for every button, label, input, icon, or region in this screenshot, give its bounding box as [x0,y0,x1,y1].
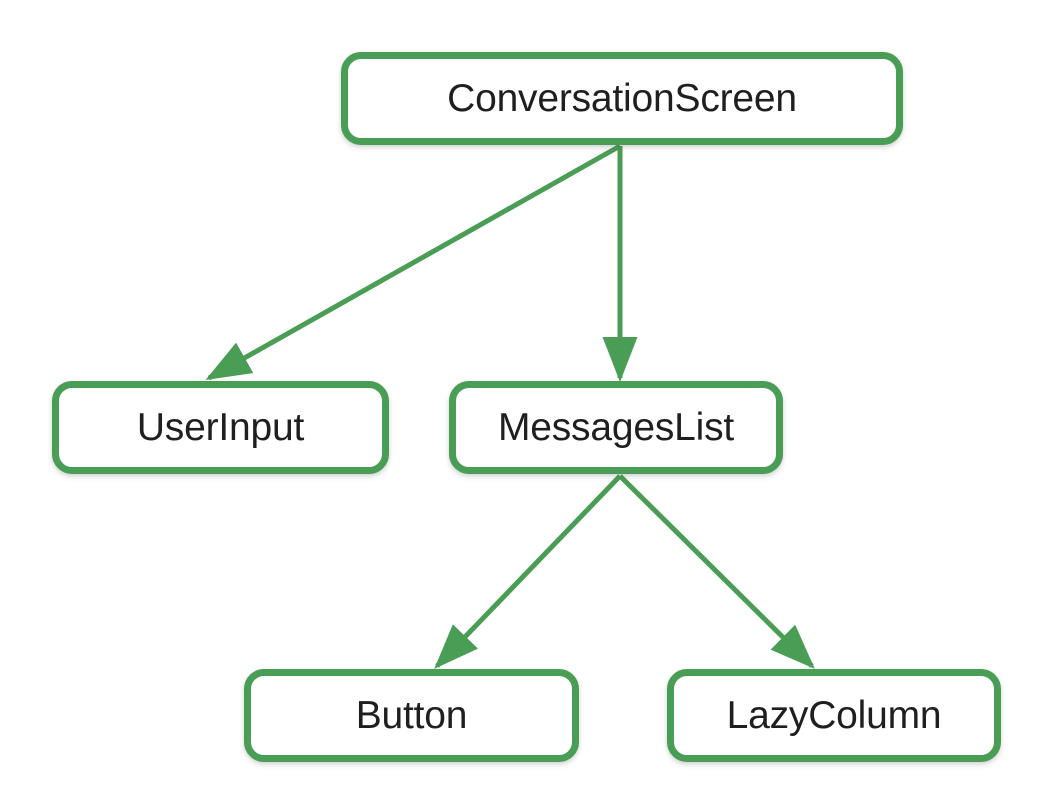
node-lazycolumn[interactable]: LazyColumn [667,669,1001,762]
edge-conversationscreen-userinput [205,143,622,381]
edge-messageslist-button [434,474,622,669]
node-label-userinput: UserInput [136,406,305,449]
node-userinput[interactable]: UserInput [52,381,389,474]
node-label-lazycolumn: LazyColumn [726,694,942,737]
node-messageslist[interactable]: MessagesList [449,381,783,474]
node-button[interactable]: Button [244,669,579,762]
node-label-conversationscreen: ConversationScreen [447,77,797,120]
node-label-messageslist: MessagesList [497,406,735,449]
node-conversationscreen[interactable]: ConversationScreen [341,52,903,145]
node-label-button: Button [355,694,468,737]
edge-messageslist-lazycolumn [618,474,815,669]
